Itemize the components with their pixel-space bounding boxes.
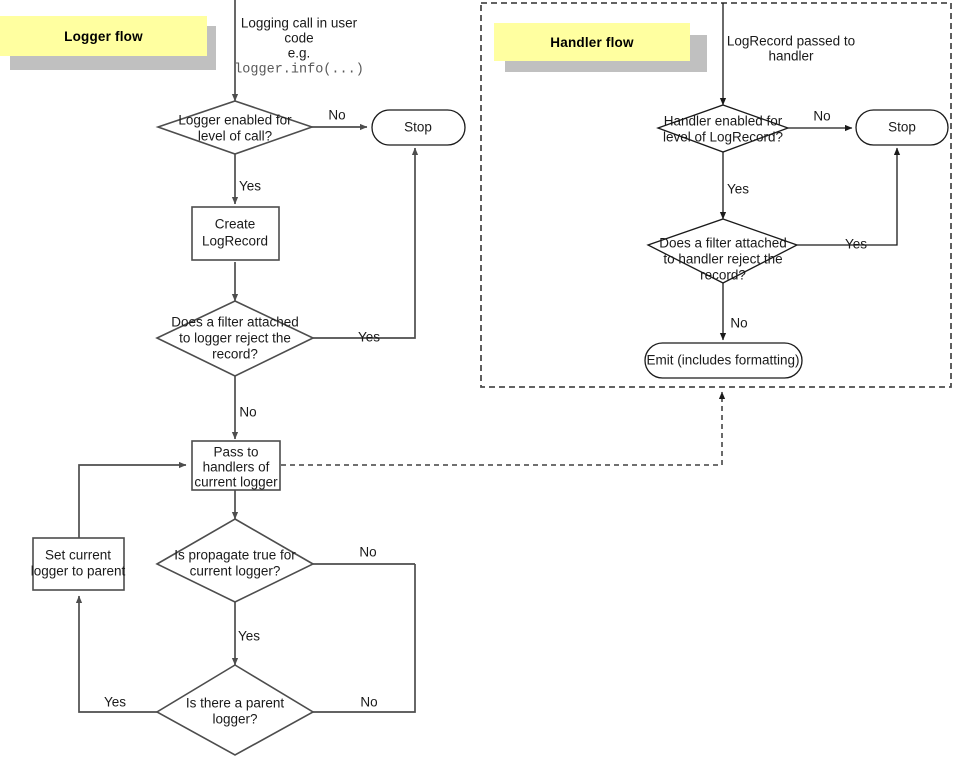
node-handler-enabled-line2: level of LogRecord? bbox=[663, 130, 783, 145]
node-handler-filter[interactable] bbox=[646, 218, 799, 284]
edge-label-propagate-no: No bbox=[359, 545, 376, 560]
node-handler-filter-line3: record? bbox=[700, 268, 746, 283]
node-set-current-logger-to-parent[interactable] bbox=[32, 537, 125, 591]
entry-caption-line3: e.g. bbox=[288, 46, 311, 61]
node-handler-filter-line2: to handler reject the bbox=[663, 252, 782, 267]
node-handler-enabled-line1: Handler enabled for bbox=[664, 114, 783, 129]
edge-label-handler-filter-yes: Yes bbox=[845, 237, 867, 252]
node-logger-stop-label: Stop bbox=[404, 120, 432, 135]
node-is-there-parent-logger[interactable] bbox=[155, 664, 315, 756]
edge-label-handler-enabled-yes: Yes bbox=[727, 182, 749, 197]
edge-label-handler-enabled-no: No bbox=[813, 109, 830, 124]
entry-caption-code: logger.info(...) bbox=[234, 63, 364, 78]
node-pass-to-handlers[interactable] bbox=[191, 440, 281, 491]
node-emit[interactable] bbox=[644, 342, 803, 379]
edge-label-logger-enabled-yes: Yes bbox=[239, 179, 261, 194]
edge-label-logger-filter-yes: Yes bbox=[358, 330, 380, 345]
node-handler-stop[interactable] bbox=[855, 109, 949, 146]
node-create-logrecord[interactable] bbox=[191, 206, 280, 261]
edge-parent-yes bbox=[75, 595, 158, 713]
node-set-parent-line1: Set current bbox=[45, 548, 111, 563]
handler-entry-caption-line2: handler bbox=[768, 49, 814, 64]
node-handler-stop-label: Stop bbox=[888, 120, 916, 135]
entry-caption-line1: Logging call in user bbox=[241, 16, 358, 31]
handler-flow-banner-label: Handler flow bbox=[550, 34, 634, 50]
node-create-logrecord-line1: Create bbox=[215, 217, 256, 232]
node-pass-to-handlers-line2: handlers of bbox=[203, 460, 270, 475]
edge-logger-filter-yes bbox=[313, 147, 419, 339]
node-propagate-line1: Is propagate true for bbox=[174, 548, 296, 563]
node-is-propagate-true[interactable] bbox=[155, 518, 315, 603]
node-logger-enabled[interactable] bbox=[155, 100, 315, 155]
edge-label-parent-no: No bbox=[360, 695, 377, 710]
node-pass-to-handlers-line3: current logger bbox=[194, 475, 278, 490]
edge-label-propagate-yes: Yes bbox=[238, 629, 260, 644]
node-handler-enabled[interactable] bbox=[656, 104, 790, 153]
edge-label-logger-enabled-no: No bbox=[328, 108, 345, 123]
node-create-logrecord-line2: LogRecord bbox=[202, 234, 268, 249]
handler-entry-caption-line1: LogRecord passed to bbox=[727, 34, 855, 49]
node-logger-stop[interactable] bbox=[371, 109, 466, 146]
edge-label-parent-yes: Yes bbox=[104, 695, 126, 710]
node-logger-filter-line2: to logger reject the bbox=[179, 331, 291, 346]
edge-handler-filter-yes bbox=[797, 147, 901, 246]
node-propagate-line2: current logger? bbox=[190, 564, 281, 579]
logger-flow-banner-label: Logger flow bbox=[64, 28, 143, 44]
node-set-parent-line2: logger to parent bbox=[31, 564, 126, 579]
node-parent-logger-line2: logger? bbox=[212, 712, 257, 727]
node-logger-filter[interactable] bbox=[155, 300, 315, 377]
edge-parent-no bbox=[313, 564, 416, 713]
edge-label-logger-filter-no: No bbox=[239, 405, 256, 420]
handler-flow-region bbox=[480, 2, 952, 388]
edge-set-parent-to-pass bbox=[78, 461, 187, 538]
edge-pass-to-handler-flow-dashed bbox=[281, 391, 726, 466]
node-emit-label: Emit (includes formatting) bbox=[646, 353, 799, 368]
node-logger-filter-line3: record? bbox=[212, 347, 258, 362]
logger-flow-banner-box[interactable]: Logger flow bbox=[0, 16, 207, 56]
node-logger-filter-line1: Does a filter attached bbox=[171, 315, 299, 330]
edge-label-handler-filter-no: No bbox=[730, 316, 747, 331]
node-pass-to-handlers-line1: Pass to bbox=[213, 445, 258, 460]
node-logger-enabled-line1: Logger enabled for bbox=[178, 113, 292, 128]
node-logger-enabled-line2: level of call? bbox=[198, 129, 272, 144]
node-handler-filter-line1: Does a filter attached bbox=[659, 236, 787, 251]
entry-caption-line2: code bbox=[284, 31, 313, 46]
handler-flow-banner-box[interactable]: Handler flow bbox=[494, 23, 690, 61]
node-parent-logger-line1: Is there a parent bbox=[186, 696, 285, 711]
